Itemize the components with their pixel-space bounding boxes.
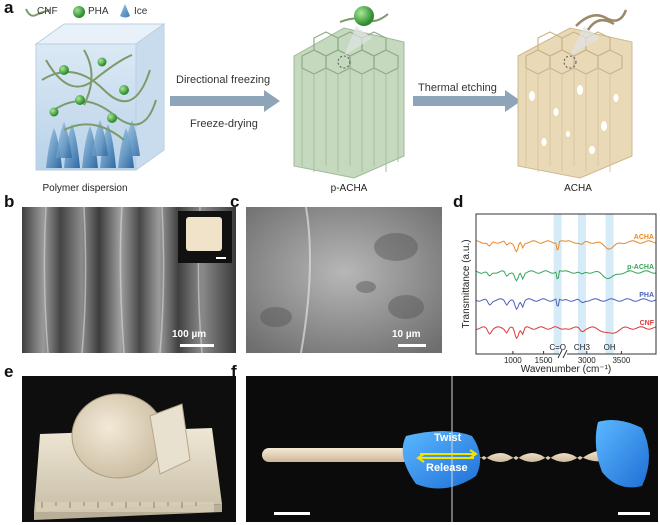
panel-d-label: d (453, 192, 464, 211)
band-labels: C=O CH3 OH (549, 343, 615, 352)
ftir-chart: 1000 1500 3000 3500 ACHA p-ACHA PHA CNF C=O CH3… (461, 213, 657, 374)
photo-twisted-fiber: Twist Release (246, 376, 658, 522)
panel-b-label: b (4, 192, 15, 211)
scale-bar-f-left (274, 512, 310, 515)
glove-left-icon (402, 431, 481, 489)
ftir-curve-pha (475, 298, 657, 311)
glove-right-icon (595, 420, 649, 488)
release-label: Release (426, 462, 468, 474)
band-label: C=O (549, 343, 566, 352)
p-acha-honeycomb (293, 26, 405, 179)
scale-label-b: 100 µm (172, 329, 207, 340)
plot-frame (475, 213, 657, 355)
x-axis-label: Wavenumber (cm⁻¹) (521, 364, 611, 374)
x-tick-label: 1000 (504, 356, 522, 365)
scale-bar-b (180, 344, 214, 347)
ftir-curves (475, 240, 657, 340)
series-labels: ACHA p-ACHA PHA CNF (627, 234, 655, 327)
process-arrow-1 (170, 90, 280, 112)
band-label: OH (604, 343, 616, 352)
zoom-cnf-network-icon (575, 9, 628, 31)
photo-acha-blocks (22, 376, 236, 522)
series-label: ACHA (634, 234, 654, 241)
caption-polymer-dispersion: Polymer dispersion (42, 183, 128, 194)
step-directional-freezing: Directional freezing (176, 74, 271, 86)
process-arrow-2 (413, 90, 521, 112)
panel-c-label: c (230, 192, 240, 211)
series-label: CNF (640, 320, 655, 327)
zoom-pha-cnf-icon (339, 6, 389, 26)
axis-break-icon (557, 349, 568, 359)
polymer-dispersion-cube (34, 23, 166, 171)
step-thermal-etching: Thermal etching (418, 82, 497, 94)
caption-p-acha: p-ACHA (330, 183, 368, 194)
twist-label: Twist (434, 432, 462, 444)
x-tick-label: 1500 (535, 356, 553, 365)
y-axis-label: Transmittance (a.u.) (461, 239, 472, 328)
sem-image-acha-crosssection: 100 µm (22, 207, 236, 353)
ruler-icon (36, 502, 214, 512)
legend-ice-label: Ice (134, 6, 148, 17)
x-tick-label: 3000 (578, 356, 596, 365)
panel-f-label: f (231, 362, 237, 381)
series-label: p-ACHA (627, 264, 654, 271)
legend-pha-label: PHA (88, 6, 109, 17)
absorption-bands (553, 214, 614, 354)
scale-bar-c (398, 344, 426, 347)
sem-image-acha-wall: 10 µm (246, 207, 442, 353)
legend-cnf-label: CNF (37, 6, 58, 17)
x-ticks: 1000 1500 3000 3500 (504, 351, 631, 365)
pha-sphere-icon (73, 6, 85, 18)
photo-inset-acha-cube (178, 211, 232, 263)
ice-crystal-icon (120, 4, 130, 18)
x-tick-label: 3500 (612, 356, 630, 365)
ftir-curve-p-acha (475, 270, 657, 282)
caption-acha: ACHA (564, 183, 592, 194)
ftir-curve-acha (475, 240, 657, 253)
scale-label-c: 10 µm (392, 329, 421, 340)
panel-e-label: e (4, 362, 14, 381)
scale-bar-f-right (618, 512, 650, 515)
absorption-band (605, 214, 614, 354)
panel-a-label: a (4, 0, 14, 17)
step-freeze-drying: Freeze-drying (190, 118, 258, 130)
cnf-fiber-icon (25, 8, 51, 17)
absorption-band (577, 214, 586, 354)
band-label: CH3 (574, 343, 591, 352)
legend-cnf (24, 6, 54, 25)
series-label: PHA (639, 292, 654, 299)
absorption-band (553, 214, 562, 354)
ftir-curve-cnf (475, 326, 657, 340)
acha-honeycomb (517, 26, 633, 179)
